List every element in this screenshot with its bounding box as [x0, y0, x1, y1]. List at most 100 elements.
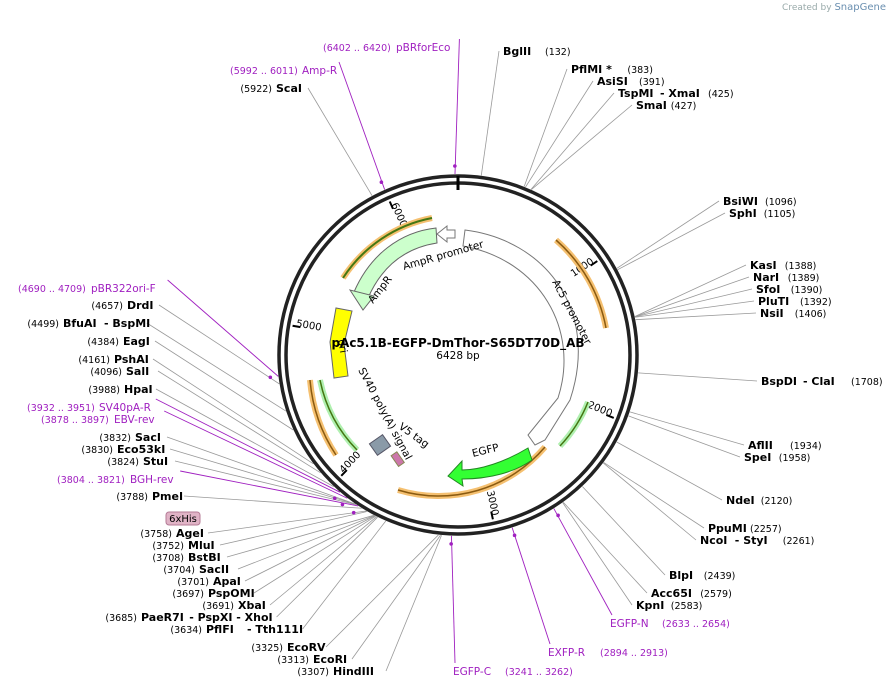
enzyme-label[interactable]: BstBI	[188, 551, 221, 564]
enzyme-position: (427)	[671, 101, 697, 112]
bp-tick-label: 5000	[295, 318, 322, 333]
enzyme-position: (3697)	[172, 589, 204, 600]
enzyme-label[interactable]: ScaI	[276, 82, 302, 95]
primer-label[interactable]: BGH-rev	[130, 474, 174, 486]
enzyme-label[interactable]: SacII	[199, 563, 229, 576]
enzyme-label[interactable]: SacI	[135, 431, 161, 444]
ori-feature-arrow[interactable]	[329, 307, 353, 379]
enzyme-position: (1388)	[785, 261, 817, 272]
enzyme-label[interactable]: KpnI	[636, 599, 664, 612]
enzyme-label[interactable]: SalI	[126, 365, 149, 378]
enzyme-label[interactable]: BlpI	[669, 569, 693, 582]
enzyme-leader-line	[166, 436, 356, 505]
enzyme-leader-line	[174, 460, 357, 506]
ampr-promoter-arrow[interactable]	[436, 224, 456, 244]
primer-leader-line	[180, 470, 359, 507]
enzyme-position: (4657)	[91, 301, 123, 312]
enzyme-leader-line	[635, 312, 757, 321]
enzyme-label[interactable]: BglII	[503, 45, 531, 58]
enzyme-leader-line	[634, 300, 755, 318]
primer-label[interactable]: EGFP-C	[453, 666, 491, 678]
enzyme-label[interactable]: PshAI	[114, 353, 149, 366]
enzyme-leader-line	[152, 358, 314, 465]
enzyme-label-extra: - StyI	[735, 534, 768, 547]
enzyme-leader-line	[302, 520, 387, 630]
enzyme-label[interactable]: HpaI	[124, 383, 153, 396]
primer-label[interactable]: pBR322ori-F	[91, 283, 156, 295]
orange-arc-left-core	[309, 379, 337, 456]
ori-label: ori	[335, 338, 349, 354]
bp-tick-label: 3000	[484, 490, 500, 517]
enzyme-leader-line	[480, 50, 500, 176]
enzyme-label[interactable]: SphI	[729, 207, 757, 220]
primer-label[interactable]: EBV-rev	[114, 414, 155, 426]
enzyme-label[interactable]: SpeI	[744, 451, 771, 464]
enzyme-label[interactable]: KasI	[750, 259, 777, 272]
enzyme-label[interactable]: EagI	[123, 335, 150, 348]
enzyme-label[interactable]: MluI	[188, 539, 215, 552]
enzyme-position: (132)	[545, 47, 571, 58]
enzyme-label[interactable]: TspMI	[618, 87, 654, 100]
enzyme-label[interactable]: DrdI	[127, 299, 154, 312]
enzyme-label[interactable]: NarI	[753, 271, 779, 284]
enzyme-label[interactable]: BfuAI	[63, 317, 97, 330]
primer-position: (4690 .. 4709)	[18, 284, 86, 295]
primer-site-mark	[332, 496, 337, 501]
enzyme-label[interactable]: PflMI *	[571, 63, 612, 76]
enzyme-label-extra: - BspMI	[104, 317, 150, 330]
enzyme-label[interactable]: EcoRV	[287, 641, 326, 654]
ampr-inner-arc-core	[342, 217, 433, 279]
enzyme-label[interactable]: NsiI	[760, 307, 784, 320]
enzyme-position: (1389)	[788, 273, 820, 284]
enzyme-label[interactable]: AsiSI	[597, 75, 628, 88]
ac5-promoter-arrow[interactable]	[462, 229, 579, 446]
primer-site-mark	[449, 542, 453, 546]
6xhis-box[interactable]	[390, 451, 405, 468]
enzyme-label[interactable]: HindIII	[333, 665, 374, 678]
enzyme-label[interactable]: PpuMI	[708, 522, 747, 535]
primer-position: (2633 .. 2654)	[662, 619, 730, 630]
enzyme-label[interactable]: Eco53kI	[117, 443, 165, 456]
enzyme-label[interactable]: NdeI	[726, 494, 755, 507]
primer-leader-line	[167, 279, 279, 377]
enzyme-position: (2583)	[671, 601, 703, 612]
enzyme-label[interactable]: BspDI	[761, 375, 797, 388]
enzyme-label[interactable]: NcoI	[700, 534, 727, 547]
enzyme-label[interactable]: PflFI	[206, 623, 234, 636]
egfp-cds-arrow[interactable]	[447, 447, 533, 488]
enzyme-label[interactable]: EcoRI	[313, 653, 347, 666]
enzyme-label[interactable]: PmeI	[152, 490, 183, 503]
primer-label[interactable]: EXFP-R	[548, 647, 585, 659]
enzyme-label[interactable]: PluTI	[758, 295, 789, 308]
enzyme-label[interactable]: PspOMI	[208, 587, 255, 600]
primer-label[interactable]: Amp-R	[302, 65, 337, 77]
enzyme-label[interactable]: BsiWI	[723, 195, 758, 208]
6xhis-badge[interactable]	[165, 511, 201, 526]
enzyme-position: (3691)	[202, 601, 234, 612]
enzyme-position: (3701)	[177, 577, 209, 588]
enzyme-leader-line	[158, 304, 280, 385]
primer-position: (2894 .. 2913)	[600, 648, 668, 659]
enzyme-label[interactable]: SfoI	[756, 283, 780, 296]
enzyme-label[interactable]: AgeI	[176, 527, 204, 540]
enzyme-label[interactable]: ApaI	[213, 575, 241, 588]
enzyme-label[interactable]: StuI	[143, 455, 168, 468]
enzyme-label[interactable]: PaeR7I	[141, 611, 184, 624]
enzyme-position: (391)	[639, 77, 665, 88]
enzyme-leader-line	[351, 534, 441, 660]
primer-site-mark	[379, 180, 384, 185]
enzyme-label[interactable]: AflII	[748, 439, 773, 452]
primer-label[interactable]: EGFP-N	[610, 618, 649, 630]
enzyme-leader-line	[562, 501, 648, 594]
v5-tag-box[interactable]	[368, 433, 392, 457]
enzyme-leader-line	[146, 322, 287, 412]
enzyme-label[interactable]: Acc65I	[651, 587, 692, 600]
enzyme-label[interactable]: XbaI	[238, 599, 266, 612]
enzyme-label[interactable]: SmaI	[636, 99, 667, 112]
primer-label[interactable]: pBRforEco	[396, 42, 450, 54]
enzyme-leader-line	[531, 104, 633, 190]
bp-tick-mark	[490, 511, 494, 520]
enzyme-position: (4161)	[78, 355, 110, 366]
primer-label[interactable]: SV40pA-R	[99, 402, 151, 414]
